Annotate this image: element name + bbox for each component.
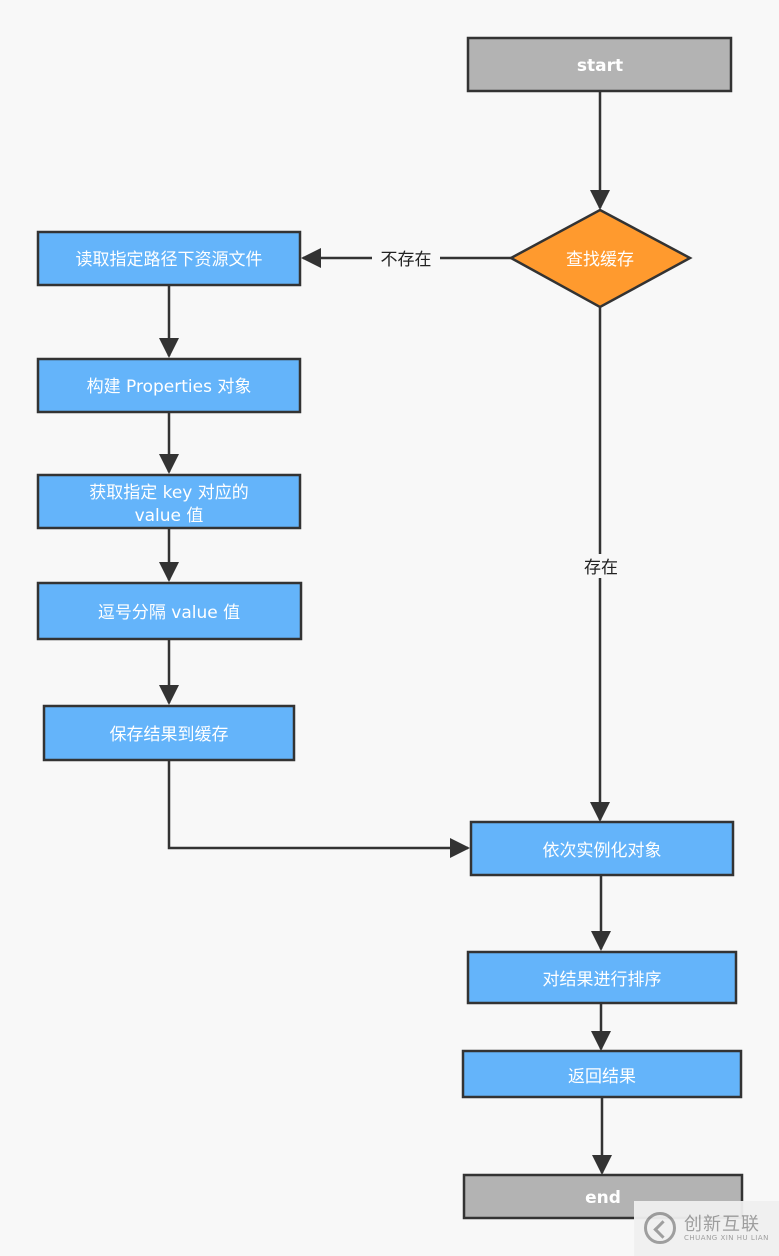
- node-read-resource: 读取指定路径下资源文件: [36, 230, 302, 287]
- node-instantiate: 依次实例化对象: [469, 820, 735, 877]
- edge-label-bg-not-exist: [372, 247, 440, 271]
- node-split-value: 逗号分隔 value 值: [36, 581, 303, 641]
- node-save-cache: 保存结果到缓存: [42, 704, 296, 762]
- node-end-label: end: [585, 1188, 621, 1208]
- edge-save-to-instantiate: [167, 761, 470, 858]
- node-return-result: 返回结果: [461, 1049, 743, 1099]
- edge-label-not-exist: 不存在: [381, 250, 432, 270]
- node-instantiate-label: 依次实例化对象: [543, 841, 662, 861]
- node-sort: 对结果进行排序: [466, 950, 738, 1005]
- node-read-resource-label: 读取指定路径下资源文件: [76, 250, 263, 270]
- node-get-value-line2: value 值: [135, 506, 204, 526]
- node-start: start: [466, 36, 733, 93]
- node-return-result-label: 返回结果: [568, 1067, 636, 1087]
- node-end: end: [462, 1173, 744, 1220]
- watermark-cn: 创新互联: [684, 1214, 760, 1235]
- edge-label-exist: 存在: [584, 558, 618, 578]
- node-split-value-label: 逗号分隔 value 值: [98, 603, 240, 623]
- watermark: 创新互联 CHUANG XIN HU LIAN: [634, 1201, 779, 1256]
- node-get-value: 获取指定 key 对应的 value 值: [36, 473, 302, 530]
- node-sort-label: 对结果进行排序: [543, 970, 662, 990]
- node-start-label: start: [577, 56, 623, 76]
- watermark-en: CHUANG XIN HU LIAN: [684, 1234, 769, 1242]
- node-build-properties-label: 构建 Properties 对象: [87, 377, 252, 397]
- edge-label-bg-exist: [576, 554, 624, 578]
- node-lookup-cache: 查找缓存: [508, 208, 693, 309]
- logo-icon: [644, 1212, 676, 1244]
- node-build-properties: 构建 Properties 对象: [36, 357, 302, 414]
- node-get-value-line1: 获取指定 key 对应的: [89, 483, 249, 503]
- node-save-cache-label: 保存结果到缓存: [110, 725, 229, 745]
- node-lookup-cache-label: 查找缓存: [566, 250, 634, 270]
